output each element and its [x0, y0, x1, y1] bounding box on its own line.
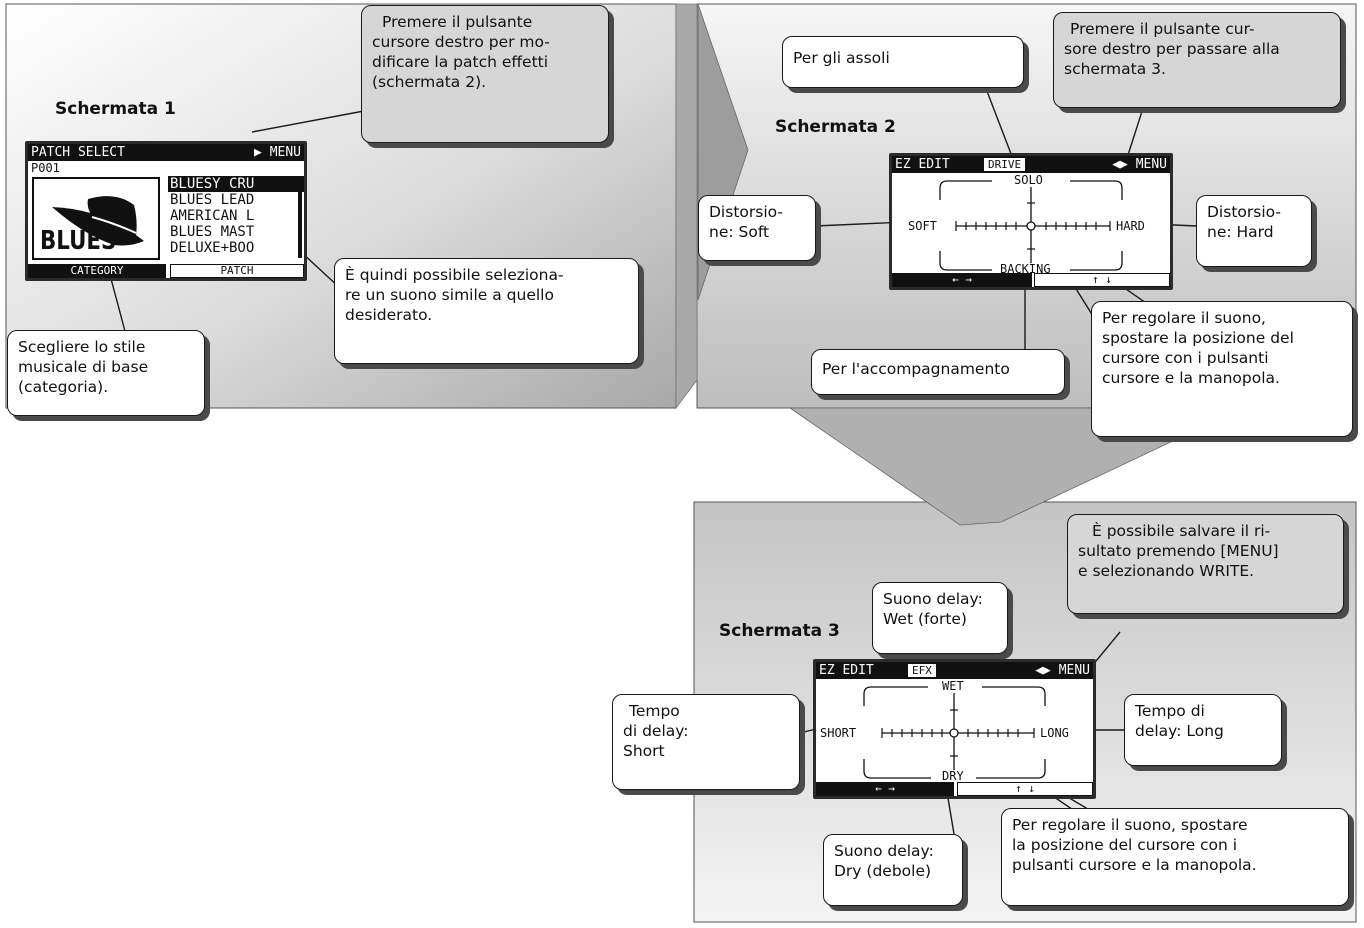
patch-item[interactable]: BLUES MAST [170, 224, 255, 240]
patch-item[interactable]: AMERICAN L [170, 208, 255, 224]
lcd2-footer-left[interactable]: ← → [892, 273, 1032, 287]
lcd-patch-select: PATCH SELECT ▶ MENU P001 BLUES BLUESY CR… [25, 141, 307, 281]
lcd3-menu: ◀▶ MENU [1035, 663, 1090, 678]
lcd2-top-label: SOLO [1012, 173, 1045, 187]
category-art-label: BLUES [40, 226, 117, 256]
lcd2-menu: ◀▶ MENU [1112, 157, 1167, 172]
callout-long: Tempo di delay: Long [1124, 694, 1282, 766]
lcd2-right-label: HARD [1114, 219, 1147, 233]
lcd2-footer-right[interactable]: ↑ ↓ [1034, 273, 1170, 287]
lcd3-left-label: SHORT [818, 726, 859, 740]
lcd2-cursor-grid [939, 180, 1123, 271]
lcd3-top-label: WET [940, 679, 966, 693]
screen-3-title: Schermata 3 [719, 621, 840, 641]
screen-2-title: Schermata 2 [775, 117, 896, 137]
patch-item[interactable]: BLUES LEAD [170, 192, 255, 208]
lcd1-footer-patch[interactable]: PATCH [170, 264, 304, 278]
callout-adjust-2: Per regolare il suono, spostare la posiz… [1091, 301, 1353, 437]
patch-item-selected[interactable]: BLUESY CRU [168, 176, 304, 192]
lcd3-sub: EFX [908, 664, 936, 677]
patch-item[interactable]: DELUXE+BOO [170, 240, 255, 256]
lcd3-right-label: LONG [1038, 726, 1071, 740]
lcd2-bottom-label: BACKING [998, 262, 1053, 276]
lcd1-menu: ▶ MENU [254, 145, 301, 160]
lcd3-footer-right[interactable]: ↑ ↓ [957, 782, 1093, 796]
callout-short: Tempo di delay: Short [612, 694, 800, 790]
lcd1-header-bar: PATCH SELECT ▶ MENU [28, 144, 304, 161]
lcd3-bottom-label: DRY [940, 769, 966, 783]
patch-list[interactable]: BLUESY CRU BLUES LEAD AMERICAN L BLUES M… [168, 176, 304, 256]
callout-hard: Distorsio- ne: Hard [1196, 195, 1312, 267]
lcd1-footer-category[interactable]: CATEGORY [28, 264, 166, 278]
callout-category: Scegliere lo stile musicale di base (cat… [7, 330, 205, 416]
callout-next-screen: Premere il pulsante cur- sore destro per… [1053, 12, 1341, 108]
lcd-ez-edit-drive: EZ EDIT DRIVE ◀▶ MENU SOLO BA [889, 153, 1173, 290]
lcd1-patch-number: P001 [29, 161, 62, 175]
lcd3-header-bar: EZ EDIT EFX ◀▶ MENU [816, 662, 1093, 679]
callout-solo: Per gli assoli [782, 36, 1024, 88]
screen-1-title: Schermata 1 [55, 99, 176, 119]
lcd-ez-edit-efx: EZ EDIT EFX ◀▶ MENU WET DRY [813, 659, 1096, 799]
callout-write: È possibile salvare il ri- sultato preme… [1067, 514, 1344, 614]
lcd1-footer: CATEGORY PATCH [28, 264, 304, 278]
callout-backing: Per l'accompagnamento [811, 349, 1065, 395]
left-right-arrows-icon: ◀▶ [1035, 663, 1051, 678]
callout-soft: Distorsio- ne: Soft [698, 195, 816, 261]
left-right-arrows-icon: ◀▶ [1112, 157, 1128, 172]
connector-1-2 [675, 3, 698, 410]
lcd2-sub: DRIVE [984, 158, 1026, 171]
lcd2-header-bar: EZ EDIT DRIVE ◀▶ MENU [892, 156, 1170, 173]
callout-adjust-3: Per regolare il suono, spostare la posiz… [1001, 808, 1349, 906]
callout-wet: Suono delay: Wet (forte) [872, 582, 1008, 654]
lcd3-footer: ← → ↑ ↓ [816, 782, 1093, 796]
lcd3-footer-left[interactable]: ← → [816, 782, 954, 796]
lcd2-footer: ← → ↑ ↓ [892, 273, 1170, 287]
patch-list-scrollbar[interactable] [298, 176, 302, 258]
callout-dry: Suono delay: Dry (debole) [823, 834, 963, 906]
lcd3-header: EZ EDIT [819, 663, 874, 678]
lcd1-header: PATCH SELECT [31, 145, 125, 160]
play-icon: ▶ [254, 145, 262, 160]
lcd2-left-label: SOFT [906, 219, 939, 233]
category-art: BLUES [32, 177, 160, 260]
callout-edit-patch: Premere il pulsante cursore destro per m… [361, 5, 609, 143]
lcd2-header: EZ EDIT [895, 157, 950, 172]
callout-select-sound: È quindi possibile seleziona- re un suon… [334, 258, 639, 364]
hat-icon [52, 196, 144, 246]
